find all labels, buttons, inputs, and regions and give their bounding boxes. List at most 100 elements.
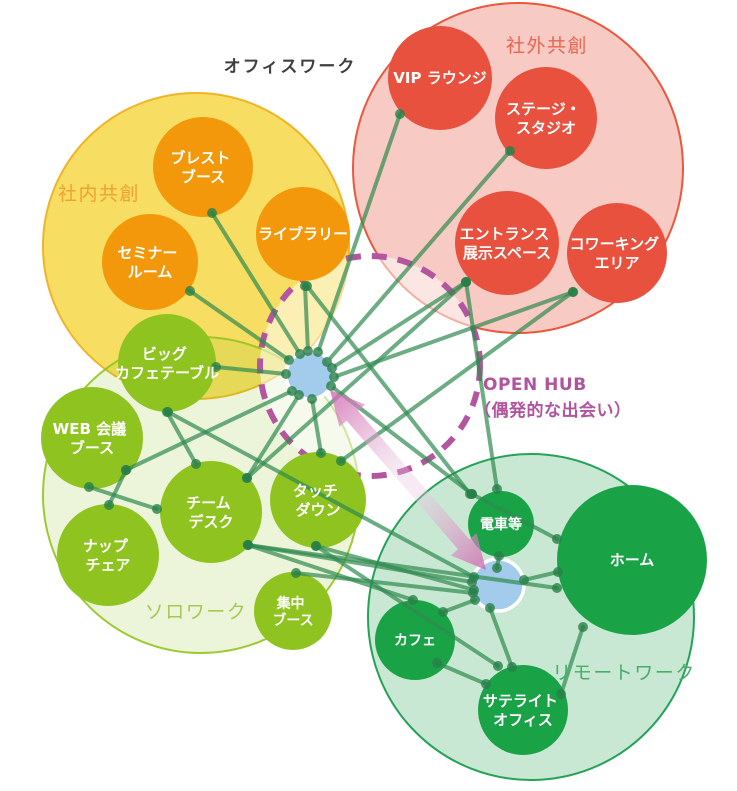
edge-endpoint-dot [553, 567, 563, 577]
node-label-web: WEB 会議 ブース [53, 420, 132, 457]
connection-line [314, 544, 500, 668]
labels: オフィスワーク 社内共創 社外共創 ソロワーク リモートワーク OPEN HUB… [53, 35, 695, 729]
node-label-line: カフェ [394, 633, 436, 649]
edge-endpoint-dot [242, 473, 252, 483]
node-label-line: デスク [188, 513, 233, 531]
edge-endpoint-dot [336, 456, 346, 466]
edge-endpoint-dot [568, 287, 578, 297]
node-train [468, 491, 534, 557]
node-label-line: エントランス [460, 225, 550, 243]
edge-endpoint-dot [291, 568, 301, 578]
edge-endpoint-dot [295, 349, 305, 359]
edge-endpoint-dot [395, 109, 405, 119]
node-label-brainstorm: ブレスト ブース [170, 149, 235, 186]
edge-endpoint-dot [505, 146, 515, 156]
connection-line [107, 468, 128, 507]
connection-line [522, 570, 560, 582]
node-label-line: 集中 [276, 595, 305, 612]
node-big-cafe-table [118, 314, 216, 412]
edge-endpoint-dot [556, 689, 566, 699]
edge-endpoint-dot [162, 407, 172, 417]
edge-endpoint-dot [302, 281, 312, 291]
node-label-vip: VIP ラウンジ [393, 69, 486, 87]
node-label-line: タッチ [293, 482, 338, 500]
node-label-line: セミナー [117, 244, 177, 262]
edge-endpoint-dot [316, 448, 326, 458]
node-library [256, 187, 350, 281]
node-label-train: 電車等 [480, 516, 522, 533]
node-label-stage: ステージ・ スタジオ [506, 100, 586, 137]
connection-line [330, 280, 468, 370]
node-vip-lounge [388, 26, 492, 130]
edge-endpoint-dot [207, 208, 217, 218]
connection-line [305, 284, 472, 496]
edge-endpoint-dot [313, 347, 323, 357]
edge-endpoint-dot [121, 465, 131, 475]
connection-line [294, 571, 475, 595]
node-label-line: スタジオ [516, 119, 576, 137]
node-label-coworking: コワーキング エリア [570, 235, 665, 272]
node-nap-chair [57, 504, 159, 606]
group-label-solo: ソロワーク [145, 601, 248, 623]
node-web-meeting-booth [41, 387, 143, 489]
node-label-line: コワーキング [570, 235, 660, 253]
edge-endpoint-dot [432, 658, 442, 668]
edge-endpoint-dot [467, 577, 477, 587]
node-label-nap: ナップ チェア [83, 537, 133, 574]
connection-line [316, 112, 402, 354]
connection-line [246, 543, 559, 590]
group-label-internal: 社内共創 [58, 183, 140, 205]
node-label-line: チーム [186, 494, 231, 512]
connection-line [124, 389, 294, 472]
connection-line [325, 149, 512, 364]
node-label-line: ダウン [295, 501, 340, 519]
node-satellite-office [478, 665, 568, 755]
node-label-line: オフィス [493, 711, 553, 729]
edge-endpoint-dot [494, 551, 504, 561]
node-label-line: ブース [272, 612, 313, 629]
node-label-line: ナップ [83, 537, 129, 555]
edge-endpoint-dot [485, 603, 495, 613]
edge-endpoint-dot [408, 595, 418, 605]
connection-line [245, 280, 468, 480]
node-label-home: ホーム [610, 551, 655, 569]
node-focus-booth [254, 572, 332, 650]
edge-endpoint-dot [329, 372, 339, 382]
node-label-satellite: サテライト オフィス [483, 692, 563, 729]
node-label-line: ブース [70, 439, 114, 457]
connection-line [435, 661, 488, 686]
node-label-line: ビッグ [142, 345, 187, 363]
node-label-line: ブース [181, 168, 225, 186]
edge-endpoint-dot [492, 484, 502, 494]
connection-line [166, 410, 476, 579]
node-label-line: 電車等 [480, 516, 522, 533]
node-label-line: ホーム [610, 551, 655, 569]
edge-endpoint-dot [470, 595, 480, 605]
connection-line [559, 625, 585, 696]
edge-endpoint-dot [578, 622, 588, 632]
connection-line [470, 492, 559, 541]
edge-endpoint-dot [211, 362, 221, 372]
node-label-line: サテライト [483, 692, 558, 710]
edge-endpoint-dot [438, 607, 448, 617]
node-label-cafe: カフェ [394, 633, 436, 649]
edge-endpoint-dot [243, 540, 253, 550]
node-label-line: チェア [85, 556, 130, 574]
node-label-line: ブレスト [170, 149, 230, 167]
edge-endpoint-dot [519, 575, 529, 585]
node-label-touchdown: タッチ ダウン [293, 482, 343, 519]
edge-endpoint-dot [307, 394, 317, 404]
edge-endpoint-dot [552, 583, 562, 593]
connection-line [339, 290, 575, 463]
edge-endpoint-dot [481, 679, 491, 689]
edge-endpoint-dot [461, 277, 471, 287]
edge-endpoint-dot [84, 482, 94, 492]
node-label-line: VIP ラウンジ [393, 69, 486, 87]
connection-line [210, 211, 302, 356]
edge-endpoint-dot [303, 346, 313, 356]
node-entrance-exhibit [455, 191, 559, 295]
node-label-seminar: セミナー ルーム [117, 244, 182, 281]
hub-flow-arrow [330, 390, 486, 570]
connection-line [314, 544, 476, 592]
